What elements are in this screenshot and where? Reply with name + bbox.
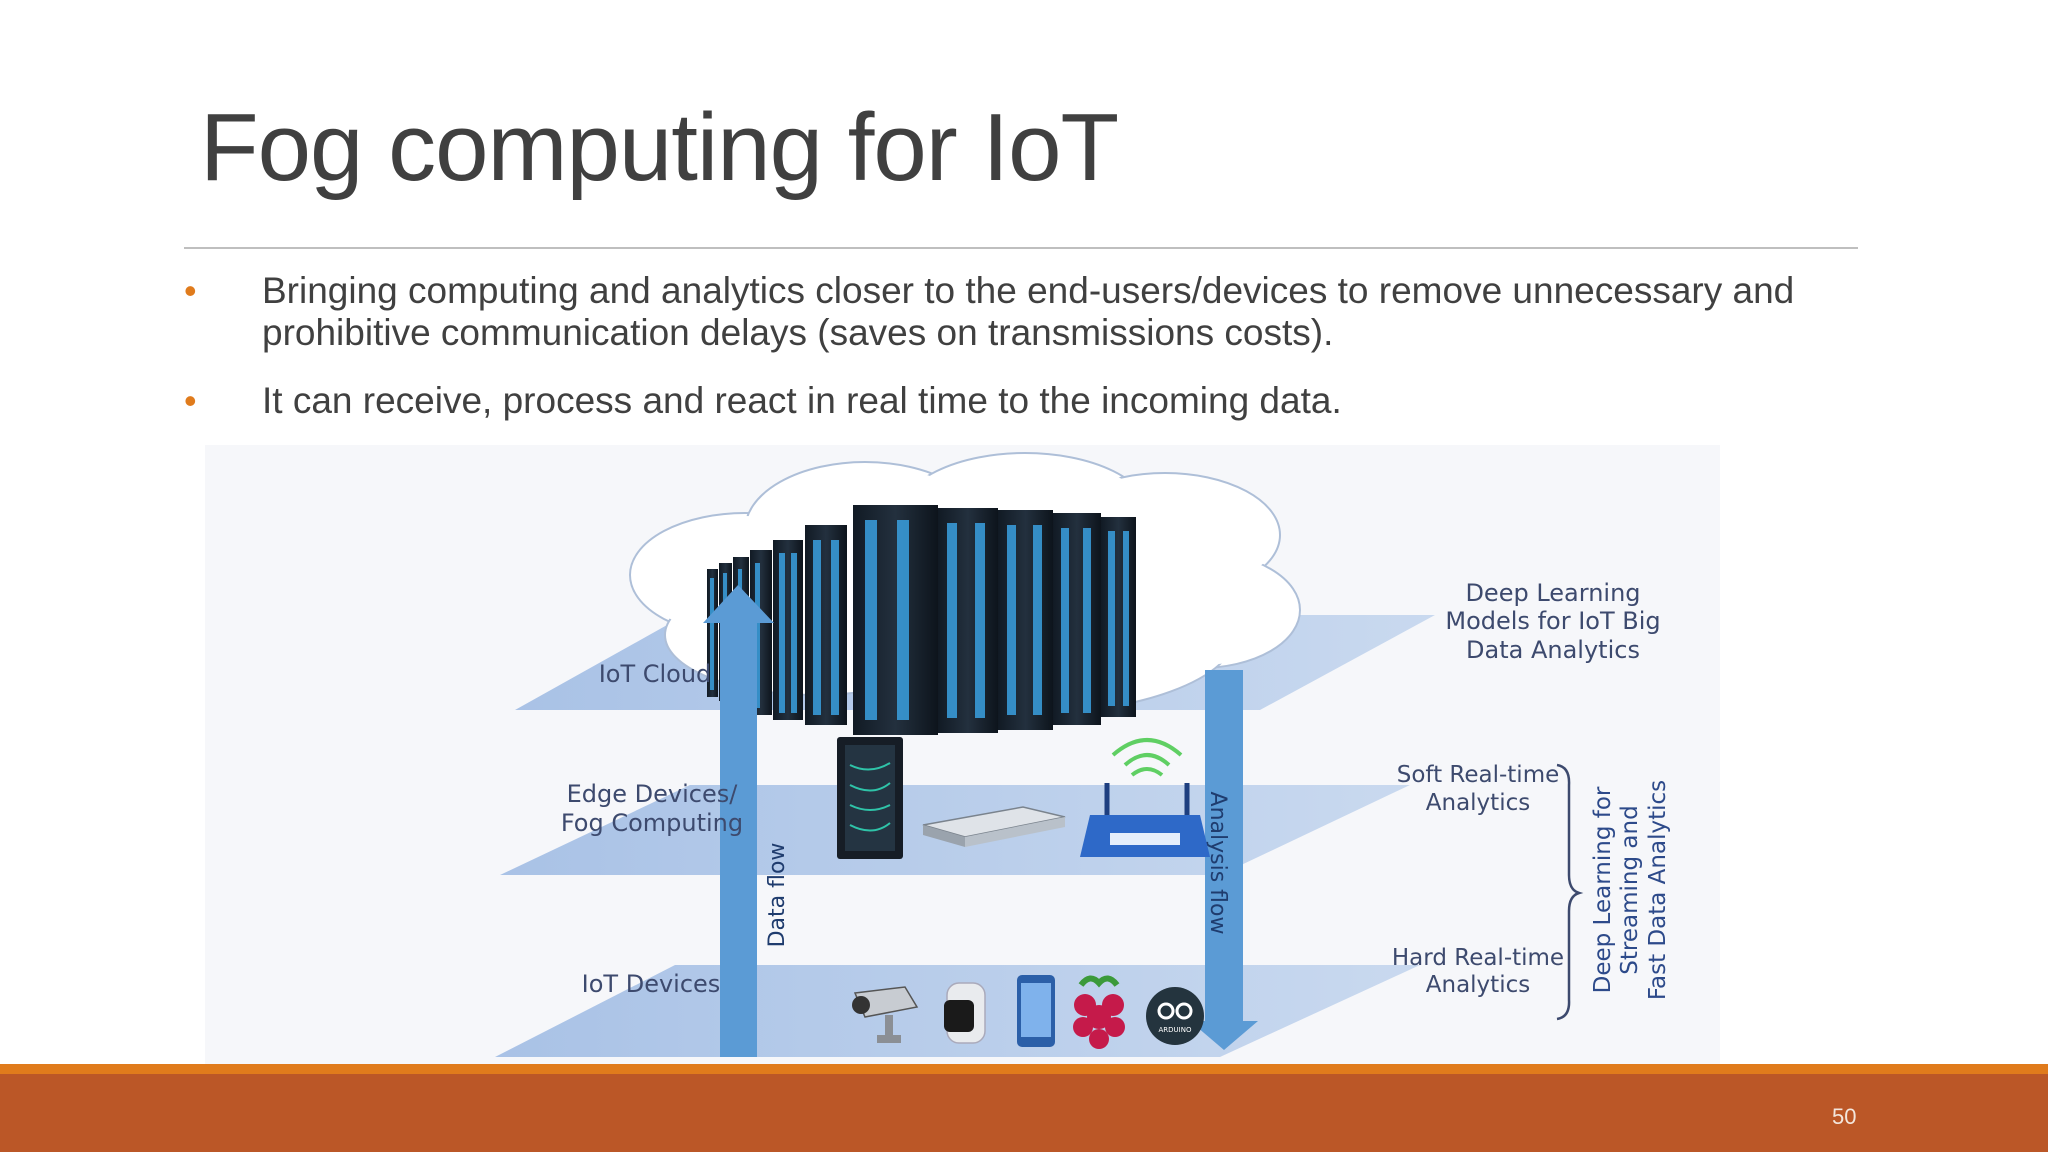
deep-learning-label-2: Models for IoT Big [1445, 607, 1660, 635]
brace-label-3: Fast Data Analytics [1645, 780, 1671, 1000]
smartphone-icon [1017, 975, 1055, 1047]
deep-learning-label-3: Data Analytics [1466, 636, 1640, 664]
layer-label-edge-2: Fog Computing [561, 809, 743, 837]
bullet-list: • Bringing computing and analytics close… [182, 270, 1902, 448]
bullet-dot: • [184, 270, 197, 312]
layer-label-edge-1: Edge Devices/ [567, 780, 739, 808]
footer-bar [0, 1074, 2048, 1152]
server-rack-icon [837, 737, 903, 859]
footer-stripe [0, 1064, 2048, 1074]
analysis-flow-label: Analysis flow [1205, 792, 1230, 935]
page-number: 50 [1832, 1104, 1856, 1130]
deep-learning-label-1: Deep Learning [1465, 579, 1640, 607]
arduino-text: ARDUINO [1159, 1026, 1192, 1034]
title-rule [184, 247, 1858, 249]
bullet-dot: • [184, 380, 197, 422]
arduino-icon: ARDUINO [1146, 987, 1204, 1045]
fog-computing-diagram: Data flow Analysis flow [205, 445, 1720, 1065]
hard-realtime-label-1: Hard Real-time [1392, 945, 1564, 971]
layer-label-devices: IoT Devices [582, 970, 721, 998]
brace-label-1: Deep Learning for [1590, 786, 1616, 993]
smartwatch-icon [944, 983, 985, 1043]
hard-realtime-label-2: Analytics [1426, 972, 1530, 998]
layer-label-cloud: IoT Cloud [599, 660, 712, 688]
brace-label-2: Streaming and [1617, 805, 1643, 974]
bullet-text: Bringing computing and analytics closer … [262, 270, 1794, 353]
bullet-text: It can receive, process and react in rea… [262, 380, 1342, 421]
bullet-item: • It can receive, process and react in r… [182, 380, 1902, 422]
bullet-item: • Bringing computing and analytics close… [182, 270, 1902, 354]
data-flow-label: Data flow [765, 843, 790, 948]
slide-title: Fog computing for IoT [200, 100, 1118, 196]
curly-brace [1557, 765, 1579, 1019]
soft-realtime-label-1: Soft Real-time [1397, 762, 1560, 788]
diagram-svg: Data flow Analysis flow [205, 445, 1720, 1065]
soft-realtime-label-2: Analytics [1426, 790, 1530, 816]
